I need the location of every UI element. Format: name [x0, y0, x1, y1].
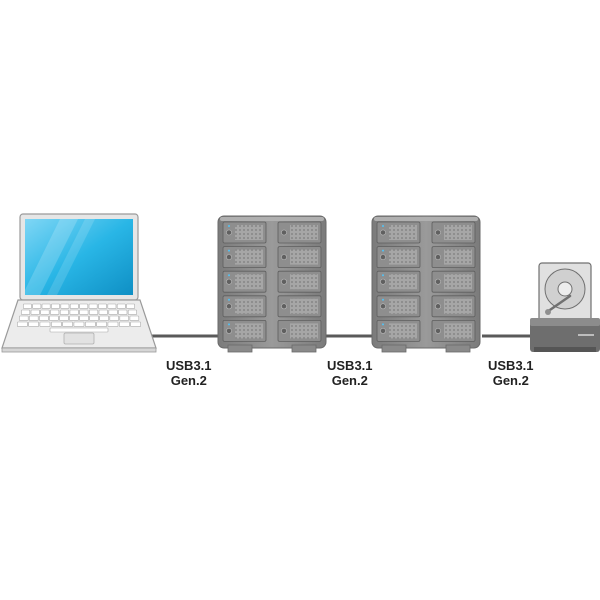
- connection-label-3: USB3.1 Gen.2: [488, 358, 534, 388]
- connection-label-1-line1: USB3.1: [166, 358, 212, 373]
- keyboard-key: [22, 303, 32, 309]
- keyboard-key: [49, 315, 59, 321]
- keyboard-key: [40, 309, 50, 315]
- drive-bay: [376, 221, 421, 244]
- keyboard-key: [62, 321, 73, 327]
- connection-label-2-line2: Gen.2: [331, 373, 368, 388]
- docking-station-icon: [530, 262, 600, 352]
- keyboard-key: [108, 309, 118, 315]
- connection-label-2: USB3.1 Gen.2: [327, 358, 373, 388]
- keyboard-key: [98, 309, 108, 315]
- keyboard-key: [99, 315, 109, 321]
- keyboard-key: [126, 303, 135, 309]
- keyboard-key: [49, 327, 109, 333]
- drive-bay: [431, 246, 476, 269]
- keyboard-key: [85, 321, 96, 327]
- keyboard-key: [79, 315, 89, 321]
- keyboard-key: [20, 309, 31, 315]
- keyboard-key: [28, 321, 40, 327]
- drive-bay: [222, 221, 267, 244]
- drive-bay: [376, 270, 421, 293]
- drive-bay: [222, 270, 267, 293]
- keyboard-key: [39, 321, 51, 327]
- keyboard-key: [16, 321, 28, 327]
- drive-enclosure-icon: [217, 215, 327, 353]
- keyboard-key: [118, 309, 128, 315]
- drive-enclosure-icon: [371, 215, 481, 353]
- keyboard-key: [69, 315, 79, 321]
- keyboard-key: [69, 303, 79, 309]
- drive-bay: [431, 221, 476, 244]
- connection-label-1: USB3.1 Gen.2: [166, 358, 212, 388]
- keyboard-key: [59, 309, 70, 315]
- keyboard-key: [50, 321, 62, 327]
- drive-bay: [431, 270, 476, 293]
- keyboard-key: [30, 309, 40, 315]
- keyboard-key: [69, 309, 79, 315]
- keyboard-key: [50, 309, 60, 315]
- keyboard-key: [28, 315, 39, 321]
- keyboard-key: [89, 309, 99, 315]
- drive-bay: [431, 295, 476, 318]
- keyboard-key: [119, 321, 130, 327]
- drive-bay: [222, 320, 267, 342]
- keyboard-key: [32, 303, 42, 309]
- keyboard-key: [79, 303, 89, 309]
- keyboard-key: [127, 309, 137, 315]
- keyboard-key: [96, 321, 107, 327]
- drive-bay: [431, 320, 476, 342]
- keyboard-key: [98, 303, 107, 309]
- keyboard-key: [130, 321, 142, 327]
- keyboard-key: [18, 315, 29, 321]
- keyboard-key: [51, 303, 60, 309]
- drive-bay: [376, 295, 421, 318]
- connection-label-2-line1: USB3.1: [327, 358, 373, 373]
- keyboard-key: [119, 315, 130, 321]
- drive-bay: [277, 246, 322, 269]
- keyboard-key: [107, 303, 117, 309]
- keyboard-key: [73, 321, 85, 327]
- keyboard-key: [116, 303, 126, 309]
- keyboard-key: [60, 303, 70, 309]
- drive-bay: [277, 295, 322, 318]
- keyboard-key: [129, 315, 140, 321]
- keyboard-key: [107, 321, 119, 327]
- drive-bay: [277, 221, 322, 244]
- keyboard-key: [89, 315, 99, 321]
- drive-bay: [277, 320, 322, 342]
- keyboard-key: [88, 303, 98, 309]
- drive-bay: [222, 246, 267, 269]
- keyboard-key: [79, 309, 89, 315]
- laptop-icon: [1, 213, 157, 353]
- connection-label-3-line1: USB3.1: [488, 358, 534, 373]
- connection-label-3-line2: Gen.2: [492, 373, 529, 388]
- connection-label-1-line2: Gen.2: [170, 373, 207, 388]
- keyboard-key: [41, 303, 51, 309]
- drive-bay: [222, 295, 267, 318]
- drive-bay: [277, 270, 322, 293]
- drive-bay: [376, 246, 421, 269]
- keyboard-key: [59, 315, 69, 321]
- keyboard-key: [39, 315, 49, 321]
- drive-bay: [376, 320, 421, 342]
- keyboard-key: [109, 315, 120, 321]
- hard-drive-icon: [538, 262, 592, 326]
